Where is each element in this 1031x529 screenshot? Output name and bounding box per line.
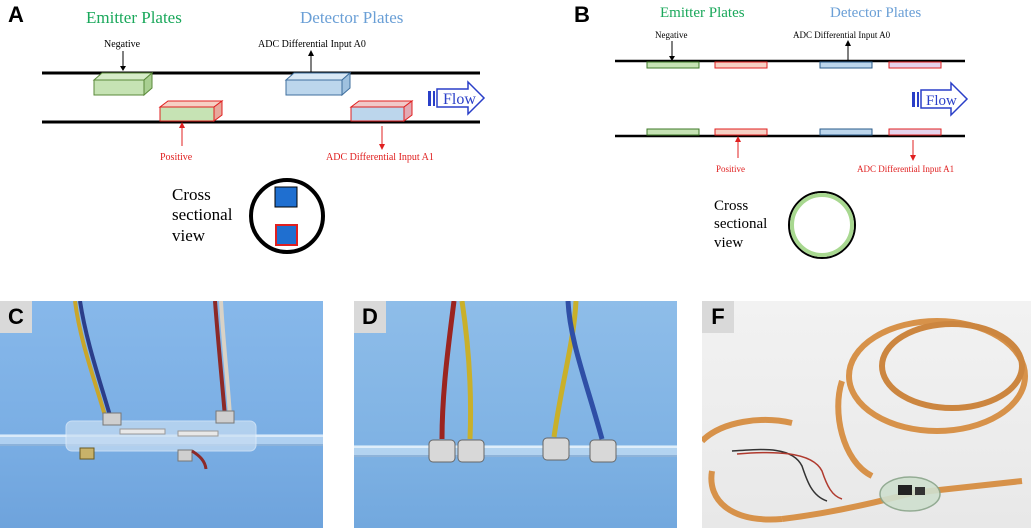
panel-b-top-plate-2 (714, 61, 768, 69)
panel-a-adc-a0-label: ADC Differential Input A0 (258, 39, 366, 50)
photo-d: D (354, 301, 677, 528)
panel-a-a0-detector-plate (284, 71, 352, 97)
photo-d-scene (354, 301, 677, 463)
photo-c: C (0, 301, 323, 528)
panel-b-emitter-label: Emitter Plates (660, 5, 745, 21)
panel-b-diagram: Emitter Plates Detector Plates Negative … (615, 5, 969, 259)
panel-b-cross-section-line3: view (714, 235, 743, 251)
panel-b-bottom-plate-3 (819, 128, 873, 136)
panel-a-flow-label: Flow (443, 91, 476, 108)
panel-a-adc-a0-arrowhead (308, 50, 314, 56)
panel-b-cross-section-line2: sectional (714, 216, 767, 232)
panel-b-cross-section-diagram (788, 191, 856, 259)
photo-f-letter: F (702, 301, 734, 333)
panel-b-adc-a1-label: ADC Differential Input A1 (857, 164, 954, 174)
panel-b-adc-a0-label: ADC Differential Input A0 (793, 30, 891, 40)
photo-c-scene (0, 301, 323, 470)
panel-a-cross-section-line3: view (172, 226, 206, 245)
panel-b-flow-label: Flow (926, 93, 957, 109)
panel-a-positive-emitter-plate (158, 100, 224, 122)
panel-a-diagram: Emitter Plates Detector Plates Negative … (42, 8, 486, 254)
panel-a-a1-detector-plate (349, 100, 414, 122)
panel-b-flow-arrow (912, 81, 969, 117)
panel-a-positive-arrowhead (179, 122, 185, 128)
panel-b-a1-arrowhead (910, 155, 916, 161)
photo-f-scene (702, 318, 1028, 523)
panel-b-bottom-plate-1 (646, 128, 700, 136)
panel-b-detector-label: Detector Plates (830, 5, 921, 21)
panel-b-adc-a0-arrowhead (845, 40, 851, 46)
photo-d-letter: D (354, 301, 386, 333)
panel-a-negative-arrowhead (120, 66, 126, 71)
panel-b-bottom-plate-4 (888, 128, 942, 136)
panel-a-flow-arrow (428, 80, 486, 116)
panel-b-top-plate-3 (819, 61, 873, 69)
panel-a-cross-section-line1: Cross (172, 185, 211, 204)
panel-b-positive-arrowhead (735, 136, 741, 142)
panel-b-bottom-plate-2 (714, 128, 768, 136)
panel-a-cross-section-line2: sectional (172, 205, 233, 224)
panel-a-adc-a1-label: ADC Differential Input A1 (326, 152, 434, 163)
panel-b-top-plate-4 (888, 61, 942, 69)
panel-b-negative-label: Negative (655, 30, 687, 40)
panel-b-letter: B (574, 2, 590, 27)
panel-a-letter: A (8, 2, 24, 27)
panel-a-emitter-label: Emitter Plates (86, 8, 182, 27)
panel-b-top-plate-1 (646, 61, 700, 69)
panel-a-a1-arrowhead (379, 144, 385, 150)
panel-b-cross-section-line1: Cross (714, 198, 748, 214)
panel-a-detector-label: Detector Plates (300, 8, 403, 27)
panel-a-cross-section-diagram (249, 178, 325, 254)
panel-b-positive-label: Positive (716, 164, 745, 174)
photo-f: F (702, 301, 1031, 528)
panel-b-negative-arrowhead (669, 56, 675, 61)
panel-a-negative-label: Negative (104, 39, 141, 50)
panel-a-positive-label: Positive (160, 152, 193, 163)
panel-a-negative-emitter-plate (92, 71, 154, 97)
photo-c-letter: C (0, 301, 32, 333)
